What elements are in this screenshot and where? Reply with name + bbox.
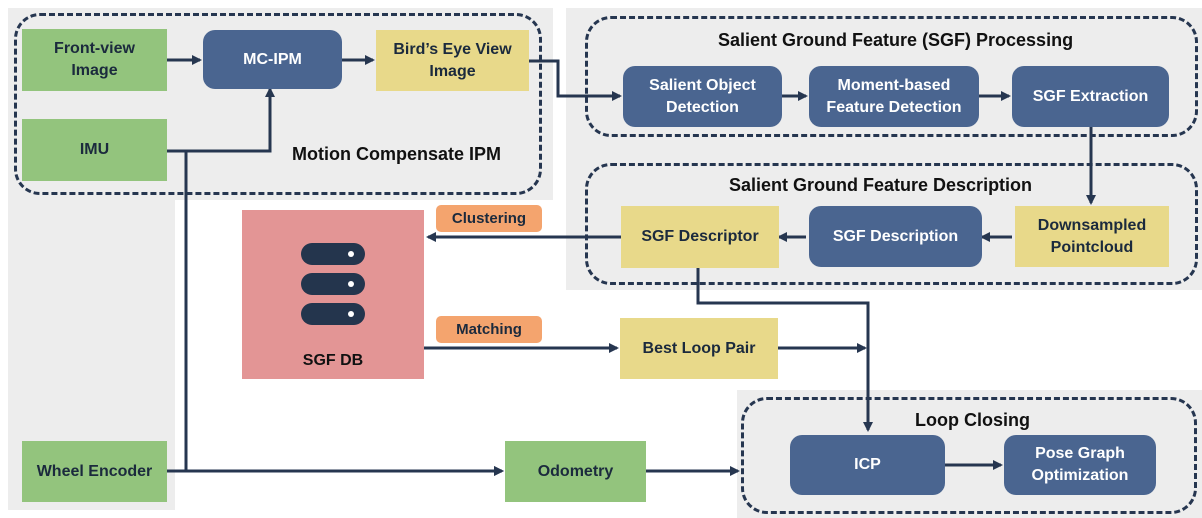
mc-ipm-node: MC-IPM — [203, 30, 342, 89]
best-loop-pair-node: Best Loop Pair — [620, 318, 778, 379]
edge-bev-to-salient — [529, 59, 622, 101]
edge-descriptor-to-icp — [696, 268, 873, 432]
moment-based-detection-node: Moment-based Feature Detection — [809, 66, 979, 127]
edge-imu-to-mcipm — [167, 87, 275, 153]
sgf-db-node: SGF DB — [242, 210, 424, 379]
sgf-descriptor-node: SGF Descriptor — [621, 206, 779, 268]
icp-node: ICP — [790, 435, 945, 495]
mcipm-title: Motion Compensate IPM — [292, 144, 502, 164]
wheel-encoder-node: Wheel Encoder — [22, 441, 167, 502]
imu-node: IMU — [22, 119, 167, 181]
loop-closing-group — [741, 397, 1197, 514]
salient-object-detection-node: Salient Object Detection — [623, 66, 782, 127]
database-icon — [301, 243, 365, 325]
downsampled-pointcloud-node: Downsampled Pointcloud — [1015, 206, 1169, 267]
mcipm-group — [14, 13, 542, 195]
sgf-description-group — [585, 163, 1198, 285]
loop-closing-title: Loop Closing — [915, 410, 1030, 430]
odometry-node: Odometry — [505, 441, 646, 502]
clustering-tag: Clustering — [436, 205, 542, 232]
pose-graph-optimization-node: Pose Graph Optimization — [1004, 435, 1156, 495]
sgf-processing-title: Salient Ground Feature (SGF) Processing — [718, 30, 1074, 50]
matching-tag: Matching — [436, 316, 542, 343]
sgf-db-label: SGF DB — [302, 352, 364, 369]
birds-eye-view-node: Bird’s Eye View Image — [376, 30, 529, 91]
sgf-description-node: SGF Description — [809, 206, 982, 267]
sgf-processing-group — [585, 16, 1198, 137]
sgf-description-title: Salient Ground Feature Description — [729, 175, 1033, 195]
sgf-extraction-node: SGF Extraction — [1012, 66, 1169, 127]
front-view-image-node: Front-view Image — [22, 29, 167, 91]
